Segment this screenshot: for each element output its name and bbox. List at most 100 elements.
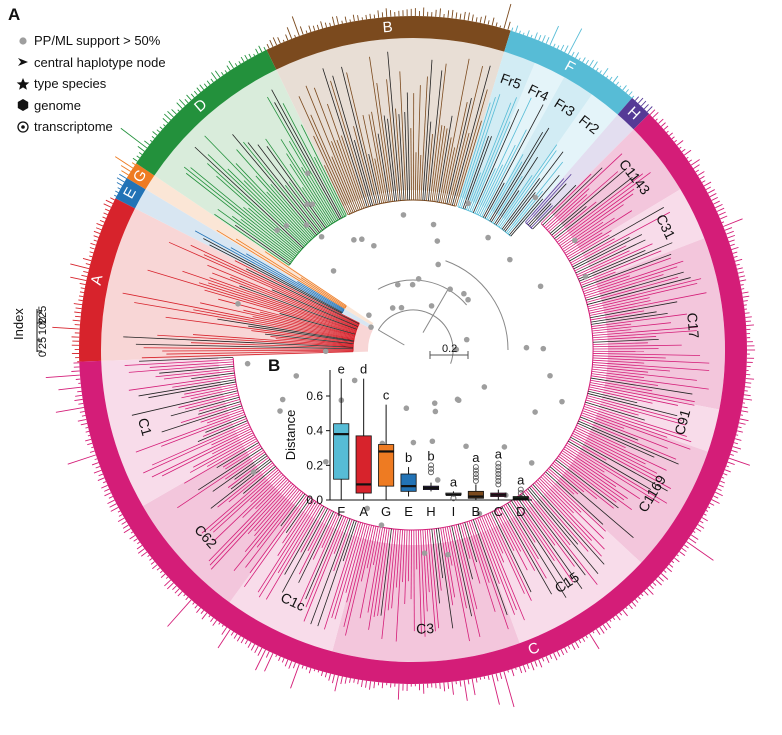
index-spike <box>234 63 238 67</box>
index-spike <box>637 596 641 600</box>
tree-branch <box>545 471 604 525</box>
tree-branch <box>592 355 666 359</box>
index-spike <box>79 410 85 413</box>
index-spike <box>285 34 289 41</box>
tree-branch <box>210 460 272 509</box>
index-spike <box>96 223 104 227</box>
tree-branch <box>245 268 360 325</box>
index-spike <box>736 430 743 433</box>
tree-branch <box>426 133 433 201</box>
legend-label: PP/ML support > 50% <box>34 33 161 49</box>
index-spike <box>123 528 131 534</box>
index-spike <box>643 104 649 110</box>
index-spike <box>599 626 605 634</box>
tree-branch <box>505 504 539 560</box>
index-spike <box>727 461 735 465</box>
index-spike <box>185 596 189 601</box>
y-tick-label: 0.4 <box>306 424 323 438</box>
index-spike <box>451 9 454 19</box>
index-spike <box>721 476 725 479</box>
tree-branch <box>216 442 259 469</box>
index-spike <box>560 44 565 51</box>
index-spike <box>305 666 308 670</box>
tree-branch <box>444 527 453 566</box>
tree-branch <box>587 395 682 421</box>
index-spike <box>275 654 278 658</box>
tree-branch <box>491 511 532 593</box>
tree-branch <box>331 141 359 211</box>
index-spike <box>483 676 486 679</box>
support-dot <box>398 304 405 311</box>
index-spike <box>715 491 723 497</box>
index-spike <box>110 506 119 512</box>
tree-branch <box>503 505 547 579</box>
tree-branch <box>469 97 517 212</box>
tree-branch <box>274 102 341 220</box>
index-spike <box>316 24 320 30</box>
index-spike <box>526 30 530 37</box>
support-dot <box>507 256 513 263</box>
index-spike <box>149 558 153 561</box>
tree-branch <box>353 139 374 206</box>
tree-branch <box>487 161 523 221</box>
tree-arc <box>288 215 347 266</box>
tree-branch <box>510 198 544 237</box>
tree-branch <box>177 449 264 509</box>
index-spike <box>93 230 101 234</box>
tree-branch <box>592 344 682 348</box>
index-spike <box>649 109 656 115</box>
index-spike <box>278 656 281 661</box>
support-dot <box>364 505 371 512</box>
tree-branch <box>455 120 482 207</box>
index-spike <box>78 295 84 298</box>
index-axis-title: Index <box>11 308 26 340</box>
index-spike <box>542 657 545 662</box>
index-spike <box>743 300 748 302</box>
index-spike <box>94 458 98 461</box>
tree-branch <box>198 282 356 333</box>
index-spike <box>87 442 93 446</box>
index-spike <box>95 227 102 231</box>
index-spike <box>244 54 248 61</box>
subclade-wedge <box>101 356 245 506</box>
tree-branch <box>209 480 290 566</box>
tree-branch <box>230 458 271 490</box>
index-spike <box>724 227 733 231</box>
index-spike <box>263 46 266 51</box>
index-spike <box>165 576 169 579</box>
index-spike <box>377 10 380 18</box>
index-spike <box>676 140 684 146</box>
tree-branch <box>442 147 456 204</box>
index-spike <box>730 243 735 247</box>
index-spike <box>716 488 722 492</box>
support-dot <box>435 261 441 268</box>
index-spike <box>196 607 201 613</box>
index-spike <box>471 14 474 22</box>
support-dot <box>523 344 530 351</box>
index-spike <box>150 139 153 142</box>
support-dot <box>368 324 374 330</box>
index-spike <box>244 639 248 645</box>
legend-item: PP/ML support > 50% <box>12 30 166 52</box>
index-spike <box>663 125 669 130</box>
box-outlier <box>517 490 524 497</box>
index-spike <box>713 200 720 205</box>
support-dot <box>485 234 491 241</box>
support-dot <box>461 290 467 297</box>
tree-branch <box>530 205 553 228</box>
index-spike <box>150 561 155 565</box>
tree-branch <box>574 245 627 272</box>
clade-ring-label: A <box>88 273 107 286</box>
index-spike <box>193 90 198 96</box>
index-spike <box>331 674 335 684</box>
tree-branch <box>591 312 668 325</box>
tree-branch <box>455 524 478 610</box>
index-spike <box>625 607 628 610</box>
support-dot <box>559 398 565 405</box>
tree-branch <box>168 241 359 327</box>
support-dot <box>432 408 439 415</box>
tree-branch <box>546 194 588 231</box>
support-dot <box>389 305 396 311</box>
tree-branch <box>208 282 357 332</box>
tree-branch <box>307 509 330 552</box>
